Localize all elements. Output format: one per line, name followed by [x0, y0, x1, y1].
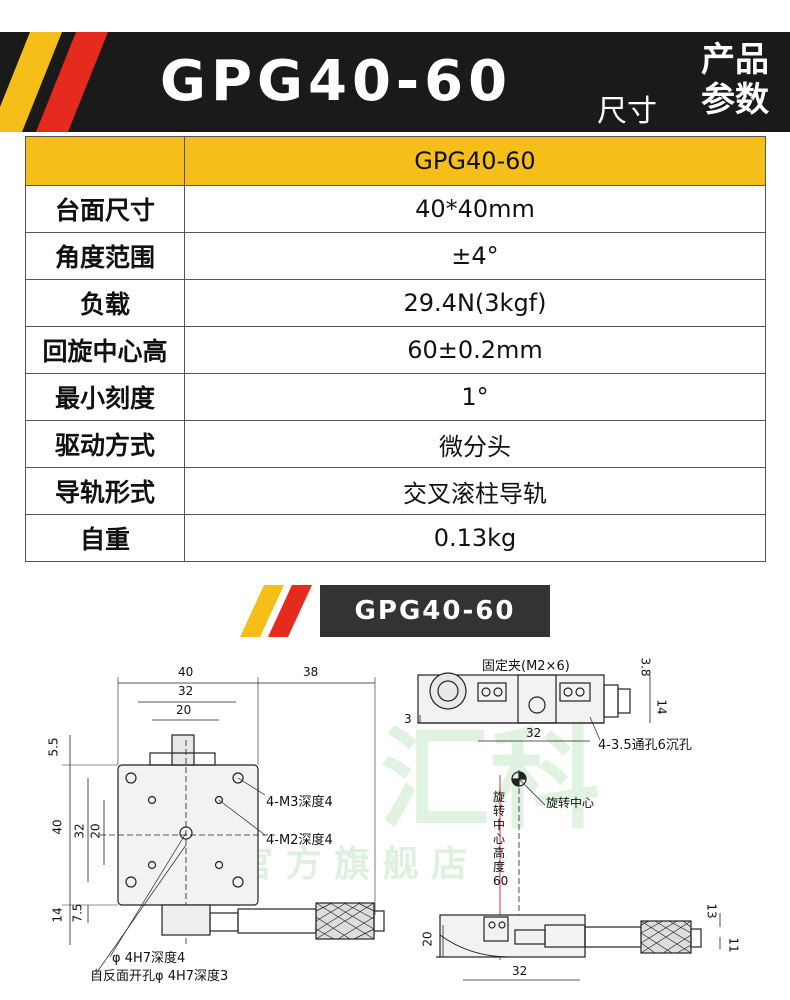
dim-left-14: 14: [50, 907, 65, 923]
table-row: 最小刻度 1°: [25, 373, 766, 421]
row-label: 台面尺寸: [25, 185, 185, 233]
stripe-decoration-icon: [0, 32, 108, 132]
table-row: 回旋中心高 60±0.2mm: [25, 326, 766, 374]
table-head-row: GPG40-60: [25, 136, 766, 186]
row-label: 导轨形式: [25, 467, 185, 515]
dim-length-38: 38: [303, 665, 319, 679]
note-rotation-center: 旋转中心: [546, 796, 595, 810]
table-head-model: GPG40-60: [184, 136, 766, 186]
row-value: 29.4N(3kgf): [184, 279, 766, 327]
dim-side-14: 14: [654, 699, 669, 715]
table-row: 角度范围 ±4°: [25, 232, 766, 280]
table-row: 自重 0.13kg: [25, 514, 766, 562]
header-subtitle-size: 尺寸: [597, 94, 657, 129]
dim-bottom-11: 11: [726, 937, 741, 953]
note-back-hole: 自反面开孔φ 4H7深度3: [90, 969, 229, 984]
row-value: 60±0.2mm: [184, 326, 766, 374]
row-value: 微分头: [184, 420, 766, 468]
row-value: 0.13kg: [184, 514, 766, 562]
row-value: 交叉滚柱导轨: [184, 467, 766, 515]
row-value: 1°: [184, 373, 766, 421]
section-badge: GPG40-60: [240, 585, 550, 637]
note-pin-hole: φ 4H7深度4: [112, 951, 186, 966]
section-title: GPG40-60: [354, 596, 516, 626]
header-banner: GPG40-60 尺寸 产品 参数: [0, 32, 790, 132]
header-subtitle-line1: 产品: [701, 40, 769, 80]
dim-width-20: 20: [176, 703, 192, 717]
table-head-empty: [25, 136, 185, 186]
table-row: 导轨形式 交叉滚柱导轨: [25, 467, 766, 515]
table-row: 驱动方式 微分头: [25, 420, 766, 468]
row-label: 角度范围: [25, 232, 185, 280]
table-row: 负载 29.4N(3kgf): [25, 279, 766, 327]
header-subtitle-params: 产品 参数: [690, 40, 780, 120]
row-label: 自重: [25, 514, 185, 562]
row-label: 驱动方式: [25, 420, 185, 468]
note-through-hole: 4-3.5通孔6沉孔: [598, 738, 692, 753]
dim-width-40: 40: [178, 665, 194, 679]
dim-left-20: 20: [88, 823, 103, 839]
dim-left-32: 32: [72, 823, 87, 839]
row-value: ±4°: [184, 232, 766, 280]
header-subtitle-line2: 参数: [701, 80, 769, 120]
dim-bottom-20: 20: [420, 931, 435, 947]
dim-side-3-8: 3.8: [638, 657, 653, 677]
dim-bottom-13: 13: [704, 903, 719, 919]
row-label: 负载: [25, 279, 185, 327]
dim-width-32: 32: [178, 684, 194, 698]
dim-side-32: 32: [526, 726, 542, 740]
row-label: 最小刻度: [25, 373, 185, 421]
table-row: 台面尺寸 40*40mm: [25, 185, 766, 233]
row-value: 40*40mm: [184, 185, 766, 233]
watermark-logo: 汇科: [380, 716, 600, 844]
note-rotation-height: 旋转中心高度 60: [493, 790, 509, 888]
badge-stripe-icon: [240, 585, 312, 637]
note-m2-depth: 4-M2深度4: [266, 833, 333, 848]
badge-background: [320, 585, 550, 637]
dim-left-5-5: 5.5: [46, 737, 61, 757]
spec-table: GPG40-60 台面尺寸 40*40mm 角度范围 ±4° 负载 29.4N(…: [25, 136, 766, 562]
technical-drawing: [62, 672, 721, 981]
page-title: GPG40-60: [160, 49, 513, 114]
dim-left-40: 40: [50, 819, 65, 835]
dim-left-7-5: 7.5: [70, 903, 85, 923]
row-label: 回旋中心高: [25, 326, 185, 374]
dim-side-3: 3: [404, 712, 412, 726]
note-m3-depth: 4-M3深度4: [266, 795, 333, 810]
note-clamp: 固定夹(M2×6): [482, 659, 570, 674]
dim-bottom-32: 32: [512, 964, 528, 978]
